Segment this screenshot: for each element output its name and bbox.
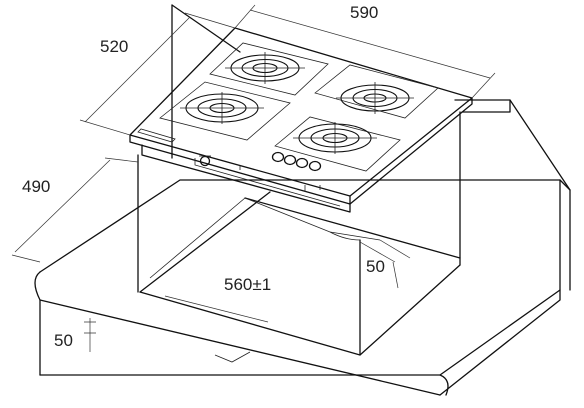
burner-front-right	[293, 122, 377, 154]
control-knobs	[271, 151, 322, 172]
label-depth-top: 520	[100, 37, 128, 56]
gas-connector	[199, 155, 211, 167]
worktop	[34, 179, 561, 396]
burner-rear-left	[225, 52, 305, 84]
cutout-opening	[137, 111, 461, 356]
label-rear-margin: 50	[366, 257, 385, 276]
burner-rear-right	[336, 82, 414, 114]
dimension-lines	[11, 4, 496, 352]
hob-appliance	[129, 27, 473, 213]
back-wall-panel	[171, 4, 571, 291]
label-front-margin: 50	[54, 331, 73, 350]
label-cutout-width: 560±1	[224, 275, 271, 294]
label-cutout-depth: 490	[22, 177, 50, 196]
label-width-top: 590	[350, 3, 378, 22]
burner-front-left	[180, 92, 264, 124]
